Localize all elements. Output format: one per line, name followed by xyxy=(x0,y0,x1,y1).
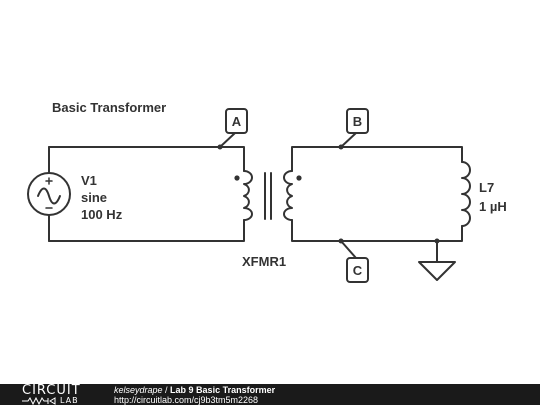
probe-a-label: A xyxy=(232,114,242,129)
plus-sign xyxy=(45,177,53,185)
circuitlab-logo: CIRCUIT LAB xyxy=(22,384,94,405)
probe-a-box xyxy=(225,108,248,134)
inductor-name-label: L7 xyxy=(479,180,494,195)
secondary-wire-bottom xyxy=(291,219,463,242)
primary-wire-top xyxy=(48,146,245,172)
source-type-label: sine xyxy=(81,190,107,205)
logo-text-bottom: LAB xyxy=(60,396,79,405)
secondary-polarity-dot xyxy=(296,175,302,181)
primary-coil xyxy=(243,170,253,221)
probe-c-node-dot xyxy=(338,238,344,244)
inductor-coil xyxy=(461,161,471,227)
source-name-label: V1 xyxy=(81,173,97,188)
footer-circuit-title[interactable]: Lab 9 Basic Transformer xyxy=(170,385,276,395)
probe-b-leader xyxy=(340,132,357,148)
footer-credit-line: kelseydrape / Lab 9 Basic Transformer xyxy=(114,385,275,395)
probe-b-label: B xyxy=(353,114,362,129)
ac-source-sine xyxy=(37,187,61,205)
primary-wire-bottom xyxy=(48,219,245,242)
secondary-coil xyxy=(283,170,293,221)
logo-resistor-icon xyxy=(22,397,56,405)
footer-url[interactable]: http://circuitlab.com/cj9b3tm5m2268 xyxy=(114,395,259,405)
probe-b-box xyxy=(346,108,369,134)
probe-a-leader xyxy=(219,132,236,148)
logo-text-top: CIRCUIT xyxy=(22,383,81,398)
footer-bar: CIRCUIT LAB kelseydrape / Lab 9 Basic Tr… xyxy=(0,384,540,405)
inductor-value-label: 1 µH xyxy=(479,199,507,214)
probe-c-box xyxy=(346,257,369,283)
source-frequency-label: 100 Hz xyxy=(81,207,123,222)
diagram-title: Basic Transformer xyxy=(52,100,166,115)
probe-c-leader xyxy=(340,240,357,259)
probe-a-node-dot xyxy=(217,144,223,150)
footer-separator: / xyxy=(162,385,171,395)
footer-username[interactable]: kelseydrape xyxy=(114,385,163,395)
primary-polarity-dot xyxy=(234,175,240,181)
probe-c-label: C xyxy=(353,263,363,278)
schematic-canvas: Basic Transformer V1 sine 100 Hz XFMR1 L… xyxy=(27,100,507,283)
ground-node-dot xyxy=(434,238,440,244)
secondary-wire-top xyxy=(291,146,463,172)
probe-b-node-dot xyxy=(338,144,344,150)
transformer-name-label: XFMR1 xyxy=(242,254,286,269)
ac-source-circle xyxy=(27,172,71,216)
ground-symbol xyxy=(418,261,456,281)
